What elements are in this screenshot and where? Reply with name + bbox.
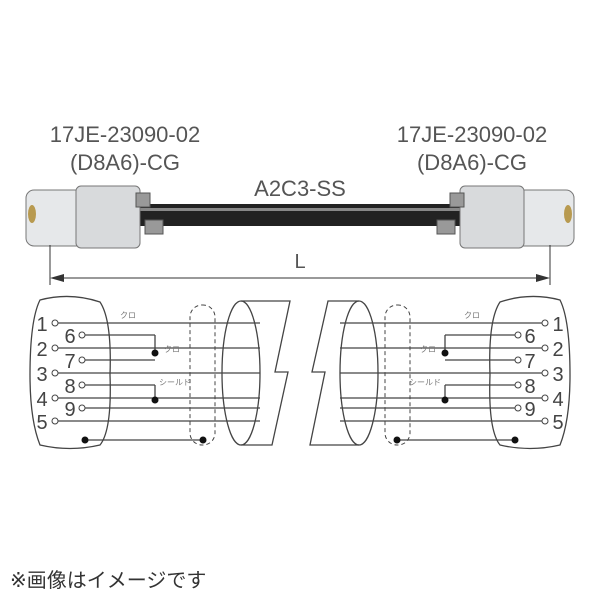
right-pin-2: 2 — [552, 339, 563, 361]
right-shield-dashed — [384, 304, 411, 446]
right-pin-7: 7 — [524, 351, 535, 373]
left-variant: (D8A6)-CG — [70, 150, 180, 175]
left-junction — [151, 396, 159, 404]
right-variant: (D8A6)-CG — [417, 150, 527, 175]
right-pin-9: 9 — [524, 399, 535, 421]
left-pin-dot — [51, 369, 59, 377]
right-pin-1: 1 — [552, 314, 563, 336]
right-junction — [393, 436, 401, 444]
right-pin-3: 3 — [552, 364, 563, 386]
left-connector-image — [25, 185, 164, 249]
right-pin-dot — [514, 381, 522, 389]
right-pin-dot — [514, 331, 522, 339]
length-label: L — [294, 251, 305, 273]
right-pin-dot — [541, 344, 549, 352]
right-pin-dot — [541, 369, 549, 377]
right-pin-dot — [514, 404, 522, 412]
left-part-number: 17JE-23090-02 — [50, 122, 200, 147]
right-part-number: 17JE-23090-02 — [397, 122, 547, 147]
left-pin-8: 8 — [64, 376, 75, 398]
left-pin-dot — [51, 319, 59, 327]
right-junction — [441, 396, 449, 404]
right-pin-dot — [541, 319, 549, 327]
right-pin-5: 5 — [552, 412, 563, 434]
cable-break-left — [241, 300, 291, 446]
image-disclaimer: ※画像はイメージです — [10, 568, 207, 592]
left-pin-2: 2 — [36, 339, 47, 361]
left-pin-dot — [78, 331, 86, 339]
left-pin-dot — [78, 356, 86, 364]
right-connector-outline — [489, 295, 571, 450]
cable-highlight — [140, 208, 460, 211]
right-pin-dot — [541, 394, 549, 402]
left-pin-dot — [51, 394, 59, 402]
cable-body — [140, 204, 460, 226]
right-wire-label: クロ — [420, 345, 436, 354]
cable-break-right — [309, 300, 359, 446]
left-junction — [81, 436, 89, 444]
left-pin-1: 1 — [36, 314, 47, 336]
right-connector-image — [436, 185, 575, 249]
left-pin-dot — [78, 381, 86, 389]
right-junction — [511, 436, 519, 444]
left-pin-dot — [78, 404, 86, 412]
left-pin-5: 5 — [36, 412, 47, 434]
right-pin-4: 4 — [552, 389, 563, 411]
left-shield-dashed — [189, 304, 216, 446]
left-junction — [151, 349, 159, 357]
right-wire-label: シールド — [409, 378, 441, 387]
left-wire-label: シールド — [159, 378, 191, 387]
left-pin-4: 4 — [36, 389, 47, 411]
left-junction — [199, 436, 207, 444]
right-junction — [441, 349, 449, 357]
right-pin-dot — [514, 356, 522, 364]
left-pin-6: 6 — [64, 326, 75, 348]
left-wire-label: クロ — [120, 311, 136, 320]
left-connector-outline — [29, 295, 111, 450]
left-pin-7: 7 — [64, 351, 75, 373]
left-pin-9: 9 — [64, 399, 75, 421]
left-pin-3: 3 — [36, 364, 47, 386]
left-pin-dot — [51, 417, 59, 425]
left-wire-label: クロ — [164, 345, 180, 354]
right-pin-8: 8 — [524, 376, 535, 398]
right-pin-dot — [541, 417, 549, 425]
length-dimension — [49, 245, 551, 285]
right-pin-6: 6 — [524, 326, 535, 348]
cable-model: A2C3-SS — [254, 176, 346, 201]
right-wire-label: クロ — [464, 311, 480, 320]
left-pin-dot — [51, 344, 59, 352]
